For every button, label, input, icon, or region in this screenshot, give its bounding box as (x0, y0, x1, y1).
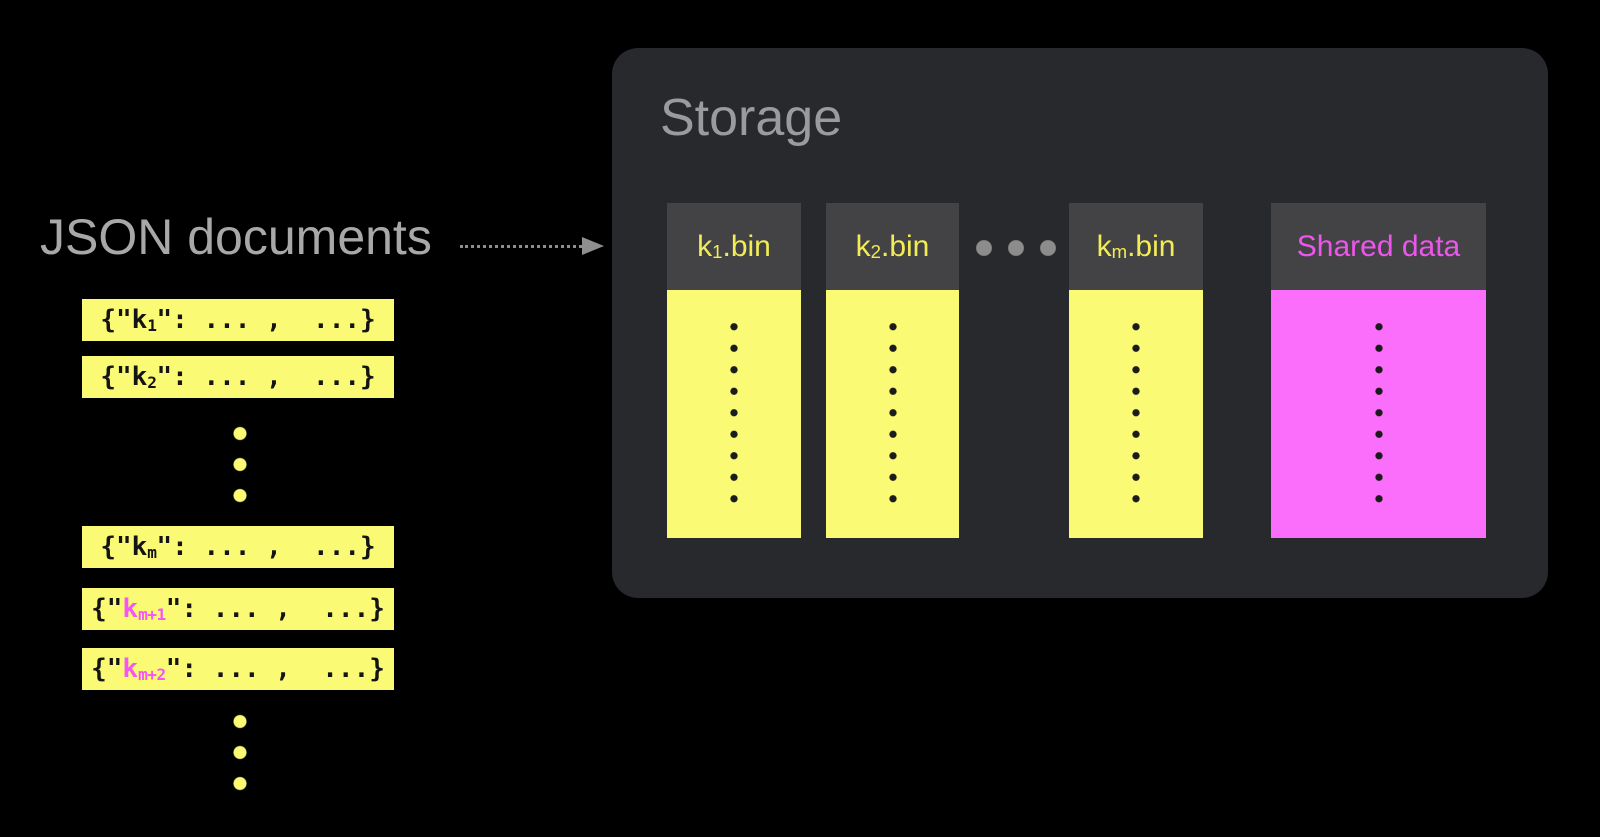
doc-rest: ": ... , ...} (165, 594, 385, 624)
json-documents-label: JSON documents (40, 209, 432, 265)
json-doc-k2: {"k2": ... , ...} (82, 356, 394, 398)
json-doc-km2: {"km+2": ... , ...} (82, 648, 394, 690)
storage-column-body-k1-bin (667, 290, 801, 538)
arrow-dotted-line (460, 245, 582, 248)
arrow-head-icon (582, 237, 604, 255)
bin-label-ext: .bin (722, 230, 771, 263)
doc-key-subscript-highlighted: m+2 (138, 664, 166, 684)
doc-prefix: {" (100, 532, 132, 562)
doc-rest: ": ... , ...} (156, 532, 376, 562)
doc-prefix: {" (91, 654, 123, 684)
doc-rest: ": ... , ...} (156, 362, 376, 392)
storage-column-header-shared-data: Shared data (1271, 203, 1486, 290)
vertical-ellipsis-docs-bottom (233, 706, 247, 799)
storage-column-body-km-bin (1069, 290, 1203, 538)
json-doc-km: {"km": ... , ...} (82, 526, 394, 568)
storage-column-header-k2-bin: k2.bin (826, 203, 959, 290)
storage-column-header-km-bin: km.bin (1069, 203, 1203, 290)
doc-key-subscript-highlighted: m+1 (138, 604, 166, 624)
doc-prefix: {" (100, 362, 132, 392)
horizontal-ellipsis-columns (968, 239, 1064, 257)
vertical-ellipsis-docs-top (233, 418, 247, 511)
bin-label-base: k (855, 230, 871, 263)
bin-label-ext: .bin (880, 230, 930, 263)
json-doc-km1: {"km+1": ... , ...} (82, 588, 394, 630)
storage-title: Storage (660, 89, 843, 147)
bin-label-subscript: m (1111, 241, 1128, 263)
shared-data-label: Shared data (1296, 230, 1461, 263)
doc-key-subscript: 1 (147, 315, 157, 335)
vertical-ellipsis-records (1374, 316, 1383, 510)
bin-label-subscript: 1 (712, 241, 723, 263)
doc-key-subscript: m (147, 542, 157, 562)
doc-key-highlighted: k (122, 654, 139, 684)
vertical-ellipsis-records (1132, 316, 1140, 510)
storage-column-header-k1-bin: k1.bin (667, 203, 801, 290)
doc-rest: ": ... , ...} (165, 654, 385, 684)
vertical-ellipsis-records (730, 316, 738, 510)
doc-key: k (131, 305, 148, 335)
doc-prefix: {" (91, 594, 123, 624)
doc-prefix: {" (100, 305, 132, 335)
storage-column-body-shared-data (1271, 290, 1486, 538)
doc-key-subscript: 2 (147, 372, 157, 392)
bin-label-base: k (1096, 230, 1112, 263)
doc-rest: ": ... , ...} (156, 305, 376, 335)
bin-label-base: k (697, 230, 713, 263)
json-doc-k1: {"k1": ... , ...} (82, 299, 394, 341)
doc-key: k (131, 362, 148, 392)
bin-label-ext: .bin (1127, 230, 1176, 263)
storage-column-body-k2-bin (826, 290, 959, 538)
vertical-ellipsis-records (888, 316, 897, 510)
bin-label-subscript: 2 (870, 241, 881, 263)
doc-key-highlighted: k (122, 594, 139, 624)
doc-key: k (131, 532, 148, 562)
